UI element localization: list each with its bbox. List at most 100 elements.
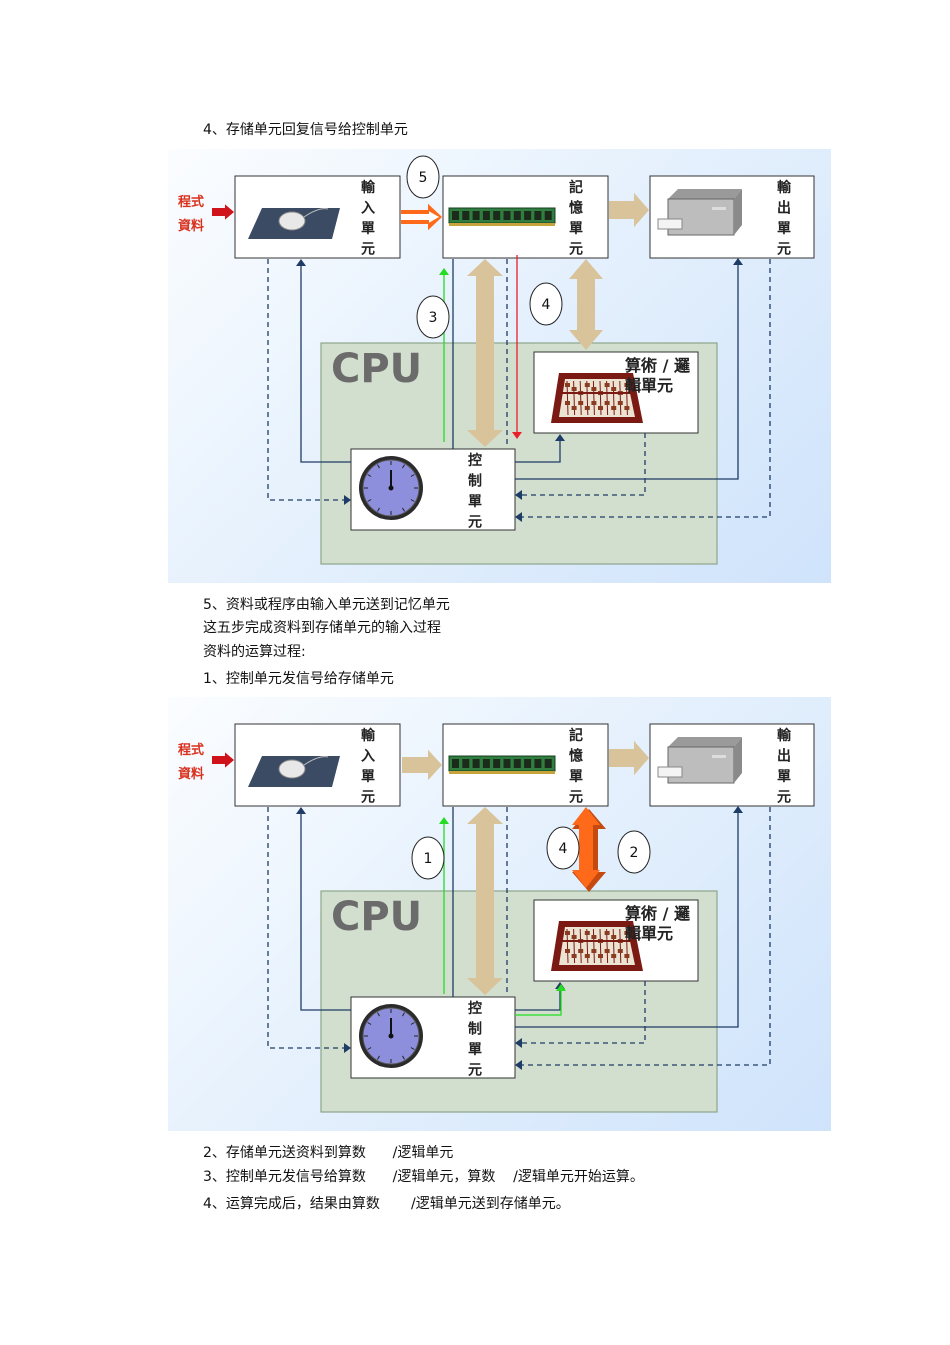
- control-unit-label-char: 制: [468, 1021, 482, 1038]
- ram-chip-icon: [503, 759, 511, 768]
- abacus-bead-icon: [584, 383, 590, 387]
- output-unit-label-char: 出: [777, 200, 791, 217]
- ram-chip-icon: [462, 759, 470, 768]
- clock-tick-icon: [410, 474, 415, 477]
- cpu-label: CPU: [331, 894, 422, 940]
- input-device-icon: [248, 756, 340, 787]
- ram-contacts-icon: [449, 771, 555, 774]
- abacus-bead-icon: [565, 383, 570, 387]
- ram-chip-icon: [544, 211, 552, 220]
- control-to-alu-green: [515, 988, 562, 1016]
- clock-center-icon: [388, 1033, 394, 1039]
- ram-chip-icon: [513, 211, 521, 220]
- alu-label: 算術 / 邏: [625, 356, 691, 375]
- wire-arrowhead: [515, 1060, 522, 1070]
- wire-arrowhead: [515, 490, 522, 500]
- memory-unit-label-char: 記: [569, 727, 583, 744]
- ram-contacts-icon: [449, 223, 555, 226]
- abacus-bead-icon: [571, 954, 577, 958]
- printer-side-icon: [734, 189, 742, 235]
- wire-arrowhead: [733, 258, 743, 265]
- control-dial-icon: [359, 456, 423, 520]
- step-marker-2: 2: [617, 830, 651, 874]
- control-to-output-wire: [515, 261, 739, 480]
- memory-module-icon: [448, 755, 556, 774]
- abacus-bead-icon: [624, 383, 630, 387]
- step-marker-5: 5: [406, 155, 440, 199]
- ram-chip-icon: [452, 211, 459, 220]
- clock-tick-icon: [367, 1047, 372, 1050]
- output-unit-label-char: 元: [777, 242, 791, 258]
- input-unit-label-char: 元: [361, 242, 375, 258]
- abacus-bead-icon: [591, 949, 597, 953]
- clock-center-icon: [388, 485, 394, 491]
- clock-tick-icon: [402, 464, 405, 469]
- clock-tick-icon: [410, 1022, 415, 1025]
- abacus-rod-icon: [619, 380, 622, 416]
- abacus-bead-icon: [571, 935, 577, 939]
- step-text-3-control-to-alu: 3、控制单元发信号给算数 /逻辑单元，算数 /逻辑单元开始运算。: [203, 1169, 644, 1185]
- section-heading-computation: 资料的运算过程:: [203, 644, 306, 660]
- ram-chip-icon: [544, 759, 552, 768]
- input-unit-label-char: 單: [361, 769, 375, 785]
- printer-device-icon: [657, 189, 742, 236]
- abacus-device-icon: [551, 921, 643, 971]
- input-unit-label-char: 入: [361, 749, 375, 765]
- input-arrow-highlight: [401, 211, 439, 223]
- input-unit-label-char: 入: [361, 201, 375, 217]
- clock-tick-icon: [377, 1055, 380, 1060]
- alu-label: 輯單元: [625, 376, 673, 395]
- control-unit-label-char: 元: [468, 1063, 482, 1079]
- ram-chip-icon: [482, 759, 490, 768]
- step-marker-1-ring: [411, 836, 445, 880]
- control-unit-label-char: 控: [468, 1000, 482, 1017]
- step-marker-4-ring: [529, 282, 563, 326]
- source-label: 程式: [178, 742, 204, 758]
- step-marker-3: 3: [416, 295, 450, 339]
- abacus-bead-icon: [591, 387, 597, 391]
- step-text-1-control-signal: 1、控制单元发信号给存储单元: [203, 671, 394, 687]
- clock-tick-icon: [367, 1022, 372, 1025]
- abacus-rod-icon: [579, 928, 582, 964]
- summary-text-input-process: 这五步完成资料到存储单元的输入过程: [203, 620, 441, 636]
- abacus-bead-icon: [565, 931, 570, 935]
- control-to-output-wire: [515, 809, 739, 1028]
- wire-arrowhead: [515, 1038, 522, 1048]
- paper-tray-icon: [657, 766, 683, 778]
- ram-chip-icon: [534, 211, 542, 220]
- memory-alu-bus-arrow: [569, 259, 603, 350]
- alu-label: 算術 / 邏: [625, 904, 691, 923]
- memory-unit-label-char: 元: [569, 242, 583, 258]
- control-dial-icon: [359, 1004, 423, 1068]
- signal-arrowhead: [439, 268, 449, 275]
- control-unit-label-char: 元: [468, 515, 482, 531]
- wire-arrowhead: [733, 806, 743, 813]
- abacus-bead-icon: [624, 954, 630, 958]
- signal-arrowhead: [556, 984, 566, 991]
- printer-panel-icon: [712, 207, 726, 210]
- clock-tick-icon: [367, 474, 372, 477]
- clock-tick-icon: [410, 499, 415, 502]
- memory-control-bus-arrow: [467, 259, 503, 447]
- abacus-bead-icon: [604, 931, 610, 935]
- mouse-icon: [278, 759, 306, 779]
- input-to-memory-arrow: [402, 749, 442, 781]
- input-unit-label-char: 單: [361, 221, 375, 237]
- abacus-bead-icon: [591, 935, 597, 939]
- control-unit-label-char: 控: [468, 452, 482, 469]
- memory-to-output-arrow: [609, 192, 649, 228]
- printer-device-icon: [657, 737, 742, 784]
- mouse-cable-icon: [303, 756, 329, 766]
- control-to-alu-wire: [515, 437, 561, 463]
- printer-top-icon: [668, 737, 742, 747]
- input-unit-label-char: 元: [361, 790, 375, 806]
- printer-icon: [667, 746, 735, 784]
- ram-chip-icon: [472, 211, 480, 220]
- source-label: 資料: [178, 766, 204, 782]
- abacus-bead-icon: [578, 401, 584, 405]
